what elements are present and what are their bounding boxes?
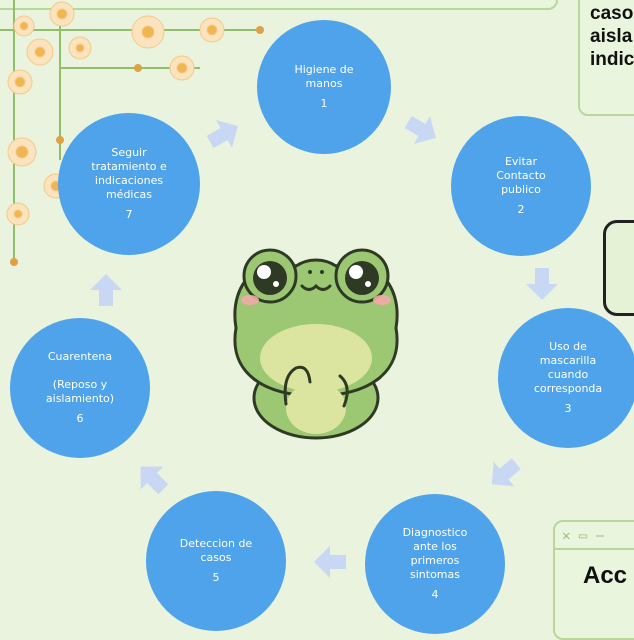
- bottom-card-text: Acc: [583, 562, 628, 589]
- arrow-icon: [404, 115, 436, 144]
- arrow-icon: [314, 546, 346, 578]
- step-2-number: 2: [517, 203, 525, 216]
- arrow-icon: [491, 458, 521, 487]
- step-3-label: Uso de mascarilla cuando corresponda: [533, 340, 603, 395]
- side-card: [578, 0, 634, 116]
- bottom-card-divider: [553, 548, 634, 550]
- step-6-number: 6: [76, 412, 84, 425]
- step-4-number: 4: [431, 588, 439, 601]
- step-1-number: 1: [320, 97, 328, 110]
- side-card-text: caso aisla indic: [590, 3, 634, 70]
- arrow-icon: [526, 268, 558, 300]
- step-7-circle: Seguir tratamiento e indicaciones médica…: [58, 113, 200, 255]
- step-6-label: Cuarentena (Reposo y aislamiento): [45, 350, 115, 405]
- window-controls: ✕ ▭ —: [562, 528, 605, 544]
- step-5-circle: Deteccion de casos 5: [146, 491, 286, 631]
- step-5-label: Deteccion de casos: [179, 537, 253, 564]
- step-7-label: Seguir tratamiento e indicaciones médica…: [91, 146, 167, 201]
- bottom-right-card: [553, 520, 634, 640]
- step-3-circle: Uso de mascarilla cuando corresponda 3: [498, 308, 634, 448]
- step-2-label: Evitar Contacto publico: [496, 155, 546, 196]
- arrow-icon: [140, 466, 169, 495]
- arrow-icon: [206, 120, 238, 149]
- step-1-label: Higiene de manos: [294, 63, 354, 90]
- step-4-label: Diagnostico ante los primeros sintomas: [402, 526, 468, 581]
- middle-right-card: [603, 220, 634, 316]
- frog-icon: [233, 248, 399, 440]
- step-2-circle: Evitar Contacto publico 2: [451, 116, 591, 256]
- step-5-number: 5: [212, 571, 220, 584]
- arrow-icon: [90, 274, 122, 306]
- step-3-number: 3: [564, 402, 572, 415]
- step-1-circle: Higiene de manos 1: [257, 20, 391, 154]
- step-7-number: 7: [125, 208, 133, 221]
- step-4-circle: Diagnostico ante los primeros sintomas 4: [365, 494, 505, 634]
- daisy-flower-icon: [0, 0, 264, 266]
- step-6-circle: Cuarentena (Reposo y aislamiento) 6: [10, 318, 150, 458]
